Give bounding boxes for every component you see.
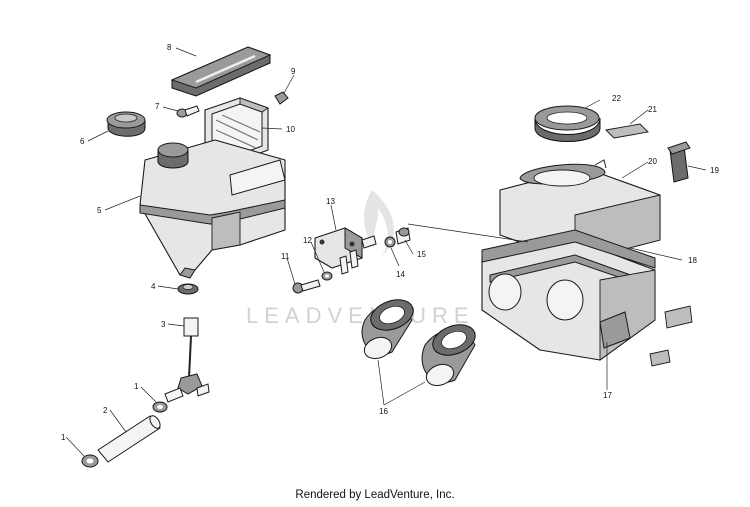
callout-19: 19 (710, 166, 719, 175)
callout-10: 10 (286, 125, 295, 134)
callout-labels: 1 1 2 3 4 5 6 7 8 9 10 11 12 13 14 15 16… (61, 43, 719, 442)
part-19-latch (667, 141, 691, 183)
part-7-screw (176, 105, 200, 118)
callout-16: 16 (379, 407, 388, 416)
part-8-cover (170, 46, 272, 97)
callout-1a: 1 (61, 433, 66, 442)
callout-12: 12 (303, 236, 312, 245)
callout-6: 6 (80, 137, 85, 146)
part-14-washer (384, 236, 396, 248)
callout-1b: 1 (134, 382, 139, 391)
callout-17: 17 (603, 391, 612, 400)
callout-11: 11 (281, 252, 290, 261)
part-1-clamp-lower (81, 454, 99, 468)
callout-9: 9 (291, 67, 296, 76)
callout-5: 5 (97, 206, 102, 215)
callout-2: 2 (103, 406, 108, 415)
part-16-inlet-boot-right (421, 324, 476, 387)
callout-14: 14 (396, 270, 405, 279)
part-2-fuel-hose (97, 415, 161, 463)
part-3-fuel-valve (164, 317, 210, 403)
part-22-seal-ring (534, 105, 601, 142)
callout-22: 22 (612, 94, 621, 103)
callout-20: 20 (648, 157, 657, 166)
callout-3: 3 (161, 320, 166, 329)
part-13-fuel-pump (314, 227, 377, 275)
callout-7: 7 (155, 102, 160, 111)
callout-21: 21 (648, 105, 657, 114)
part-6-fuel-cap (106, 111, 146, 137)
callout-18: 18 (688, 256, 697, 265)
part-12-washer (321, 271, 333, 281)
part-4-grommet (177, 283, 199, 295)
part-16-inlet-boot-left (361, 299, 414, 360)
part-decal-large (664, 305, 693, 329)
leader-lines (65, 47, 707, 457)
callout-13: 13 (326, 197, 335, 206)
watermark-text: LEADVENTURE (246, 303, 475, 328)
part-18-airbox-body (481, 229, 656, 361)
part-9-nut (274, 91, 289, 105)
part-decal-small (649, 349, 671, 367)
part-11-bolt (292, 279, 321, 294)
part-21-decal (605, 123, 649, 139)
callout-4: 4 (151, 282, 156, 291)
callout-8: 8 (167, 43, 172, 52)
footer-credit: Rendered by LeadVenture, Inc. (295, 489, 455, 501)
part-5-fuel-tank (139, 139, 286, 279)
part-15-bushing (395, 227, 411, 245)
callout-15: 15 (417, 250, 426, 259)
part-1-clamp-upper (152, 401, 168, 413)
